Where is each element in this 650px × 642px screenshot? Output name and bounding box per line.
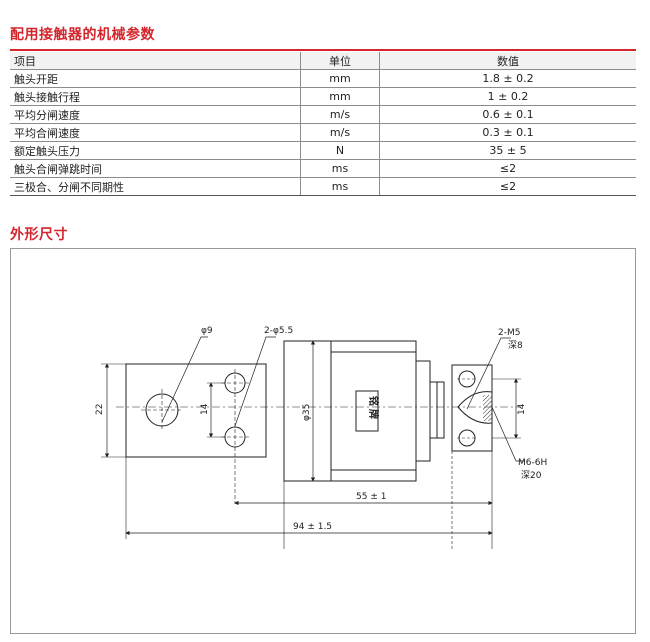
section-title-mechanical-params: 配用接触器的机械参数 <box>10 27 155 43</box>
table-row: 触头开距 mm 1.8 ± 0.2 <box>10 69 636 88</box>
row-value: 0.3 ± 0.1 <box>379 123 636 142</box>
row-value: 35 ± 5 <box>379 141 636 160</box>
leader-phi55 <box>234 336 276 427</box>
table-row: 平均分闸速度 m/s 0.6 ± 0.1 <box>10 105 636 124</box>
row-unit: m/s <box>300 105 380 124</box>
row-unit: mm <box>300 87 380 106</box>
table-row: 额定触头压力 N 35 ± 5 <box>10 141 636 160</box>
label-dim-94: 94 ± 1.5 <box>293 522 332 532</box>
title-underline <box>10 49 636 51</box>
label-nameplate: 铭牌 <box>367 396 380 422</box>
header-item: 项目 <box>10 52 301 70</box>
nameplate-box <box>355 390 379 432</box>
table-row: 触头接触行程 mm 1 ± 0.2 <box>10 87 636 106</box>
row-value: ≤2 <box>379 159 636 178</box>
row-item: 平均分闸速度 <box>10 105 301 124</box>
row-unit: N <box>300 141 380 160</box>
header-unit: 单位 <box>300 52 380 70</box>
dimension-drawing-frame: φ9 2-φ5.5 2-M5 深8 M6-6H 深20 22 14 φ35 14… <box>10 248 636 634</box>
row-item: 额定触头压力 <box>10 141 301 160</box>
dimension-drawing: φ9 2-φ5.5 2-M5 深8 M6-6H 深20 22 14 φ35 14… <box>95 326 547 549</box>
row-item: 触头开距 <box>10 69 301 88</box>
label-m6: M6-6H <box>518 458 547 468</box>
label-m5: 2-M5 <box>498 328 520 338</box>
label-dim-phi35: φ35 <box>302 404 312 421</box>
row-item: 触头接触行程 <box>10 87 301 106</box>
table-row: 平均合闸速度 m/s 0.3 ± 0.1 <box>10 123 636 142</box>
label-depth8: 深8 <box>508 340 523 351</box>
row-value: ≤2 <box>379 177 636 196</box>
label-phi55: 2-φ5.5 <box>264 326 293 336</box>
leader-m6 <box>491 406 525 462</box>
row-item: 平均合闸速度 <box>10 123 301 142</box>
header-value: 数值 <box>379 52 636 70</box>
threaded-hole-hatch <box>483 395 492 421</box>
label-dim-55: 55 ± 1 <box>356 492 386 502</box>
row-value: 0.6 ± 0.1 <box>379 105 636 124</box>
table-header-row: 项目 单位 数值 <box>10 52 636 70</box>
mechanical-params-table: 项目 单位 数值 触头开距 mm 1.8 ± 0.2 触头接触行程 mm 1 ±… <box>10 52 636 196</box>
label-dim-14-right: 14 <box>517 403 527 415</box>
row-unit: m/s <box>300 123 380 142</box>
label-phi9: φ9 <box>201 326 213 336</box>
row-value: 1 ± 0.2 <box>379 87 636 106</box>
row-item: 三极合、分闸不同期性 <box>10 177 301 196</box>
leader-m5 <box>466 337 511 410</box>
label-depth20: 深20 <box>521 470 542 481</box>
row-value: 1.8 ± 0.2 <box>379 69 636 88</box>
label-dim-22: 22 <box>95 404 105 415</box>
row-unit: ms <box>300 177 380 196</box>
row-unit: ms <box>300 159 380 178</box>
table-row: 三极合、分闸不同期性 ms ≤2 <box>10 177 636 196</box>
left-terminal-plate <box>125 363 267 458</box>
row-item: 触头合闸弹跳时间 <box>10 159 301 178</box>
row-unit: mm <box>300 69 380 88</box>
label-dim-14-left: 14 <box>200 403 210 415</box>
section-title-dimensions: 外形尺寸 <box>10 227 68 243</box>
leader-phi9 <box>161 336 208 423</box>
table-row: 触头合闸弹跳时间 ms ≤2 <box>10 159 636 178</box>
body-step <box>415 360 431 462</box>
